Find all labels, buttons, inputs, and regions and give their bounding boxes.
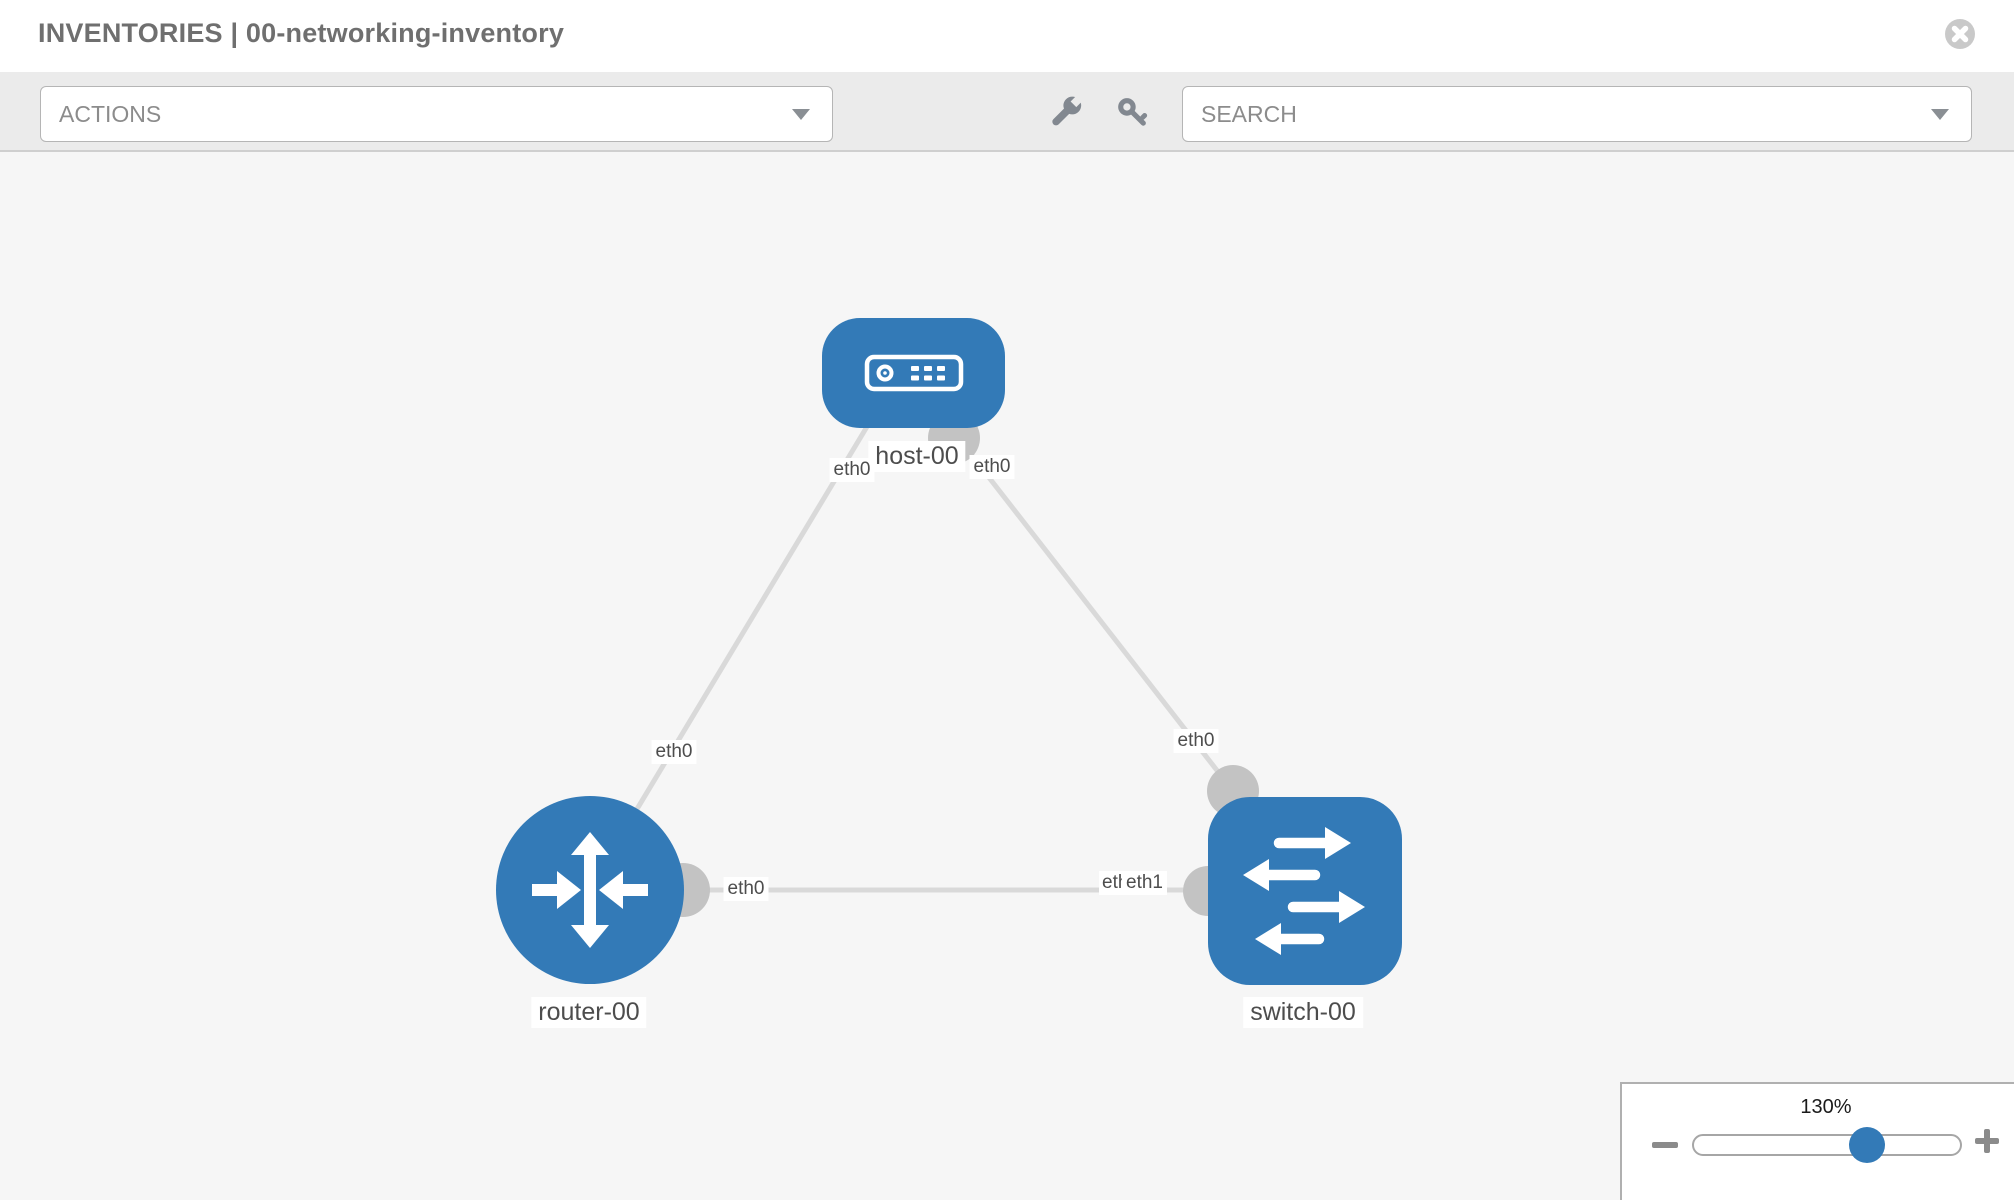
wrench-icon bbox=[1052, 94, 1084, 126]
router-icon bbox=[532, 832, 648, 948]
if-label-switch-eth1-clipped: eth1 bbox=[1099, 871, 1125, 895]
chevron-down-icon bbox=[792, 109, 810, 120]
zoom-in-button[interactable] bbox=[1972, 1126, 2002, 1156]
close-button[interactable] bbox=[1944, 18, 1976, 50]
if-label-switch-eth0-top: eth0 bbox=[1173, 729, 1219, 753]
zoom-out-button[interactable] bbox=[1650, 1130, 1680, 1160]
if-label-router-eth0-top: eth0 bbox=[651, 740, 697, 764]
plus-icon bbox=[1975, 1129, 1999, 1153]
if-label-router-eth0-right: eth0 bbox=[723, 877, 769, 901]
zoom-panel: 130% bbox=[1620, 1082, 2014, 1200]
toolbar: ACTIONS SEARCH bbox=[0, 72, 2014, 152]
search-dropdown[interactable]: SEARCH bbox=[1182, 86, 1972, 142]
search-dropdown-label: SEARCH bbox=[1201, 100, 1297, 127]
modal-header: INVENTORIES | 00-networking-inventory bbox=[0, 0, 2014, 72]
actions-dropdown[interactable]: ACTIONS bbox=[40, 86, 833, 142]
minus-icon bbox=[1652, 1142, 1678, 1148]
page-title: INVENTORIES | 00-networking-inventory bbox=[38, 18, 565, 48]
actions-dropdown-label: ACTIONS bbox=[59, 100, 162, 127]
node-label-router-00: router-00 bbox=[531, 997, 647, 1028]
node-switch-00[interactable] bbox=[1208, 797, 1402, 985]
node-host-00[interactable] bbox=[822, 318, 1005, 428]
node-router-00[interactable] bbox=[496, 796, 684, 984]
link-host00-router00[interactable] bbox=[613, 423, 871, 846]
if-label-host-eth0-right: eth0 bbox=[969, 455, 1015, 479]
topology-canvas[interactable]: host-00 router-00 switch-00 eth0 eth0 et… bbox=[0, 154, 2014, 1200]
zoom-slider-track[interactable] bbox=[1692, 1127, 1962, 1163]
host-icon bbox=[864, 354, 963, 392]
close-icon bbox=[1945, 19, 1975, 49]
node-label-switch-00: switch-00 bbox=[1243, 997, 1363, 1028]
configure-button[interactable] bbox=[1046, 94, 1086, 134]
switch-icon bbox=[1243, 827, 1365, 955]
zoom-level: 130% bbox=[1800, 1096, 1852, 1118]
if-label-switch-eth1: eth1 bbox=[1122, 871, 1167, 895]
zoom-slider-thumb[interactable] bbox=[1849, 1127, 1885, 1163]
chevron-down-icon bbox=[1931, 109, 1949, 120]
key-icon bbox=[1118, 98, 1148, 126]
if-label-host-eth0-left: eth0 bbox=[829, 458, 875, 482]
node-label-host-00: host-00 bbox=[868, 441, 966, 472]
credentials-button[interactable] bbox=[1114, 94, 1154, 134]
